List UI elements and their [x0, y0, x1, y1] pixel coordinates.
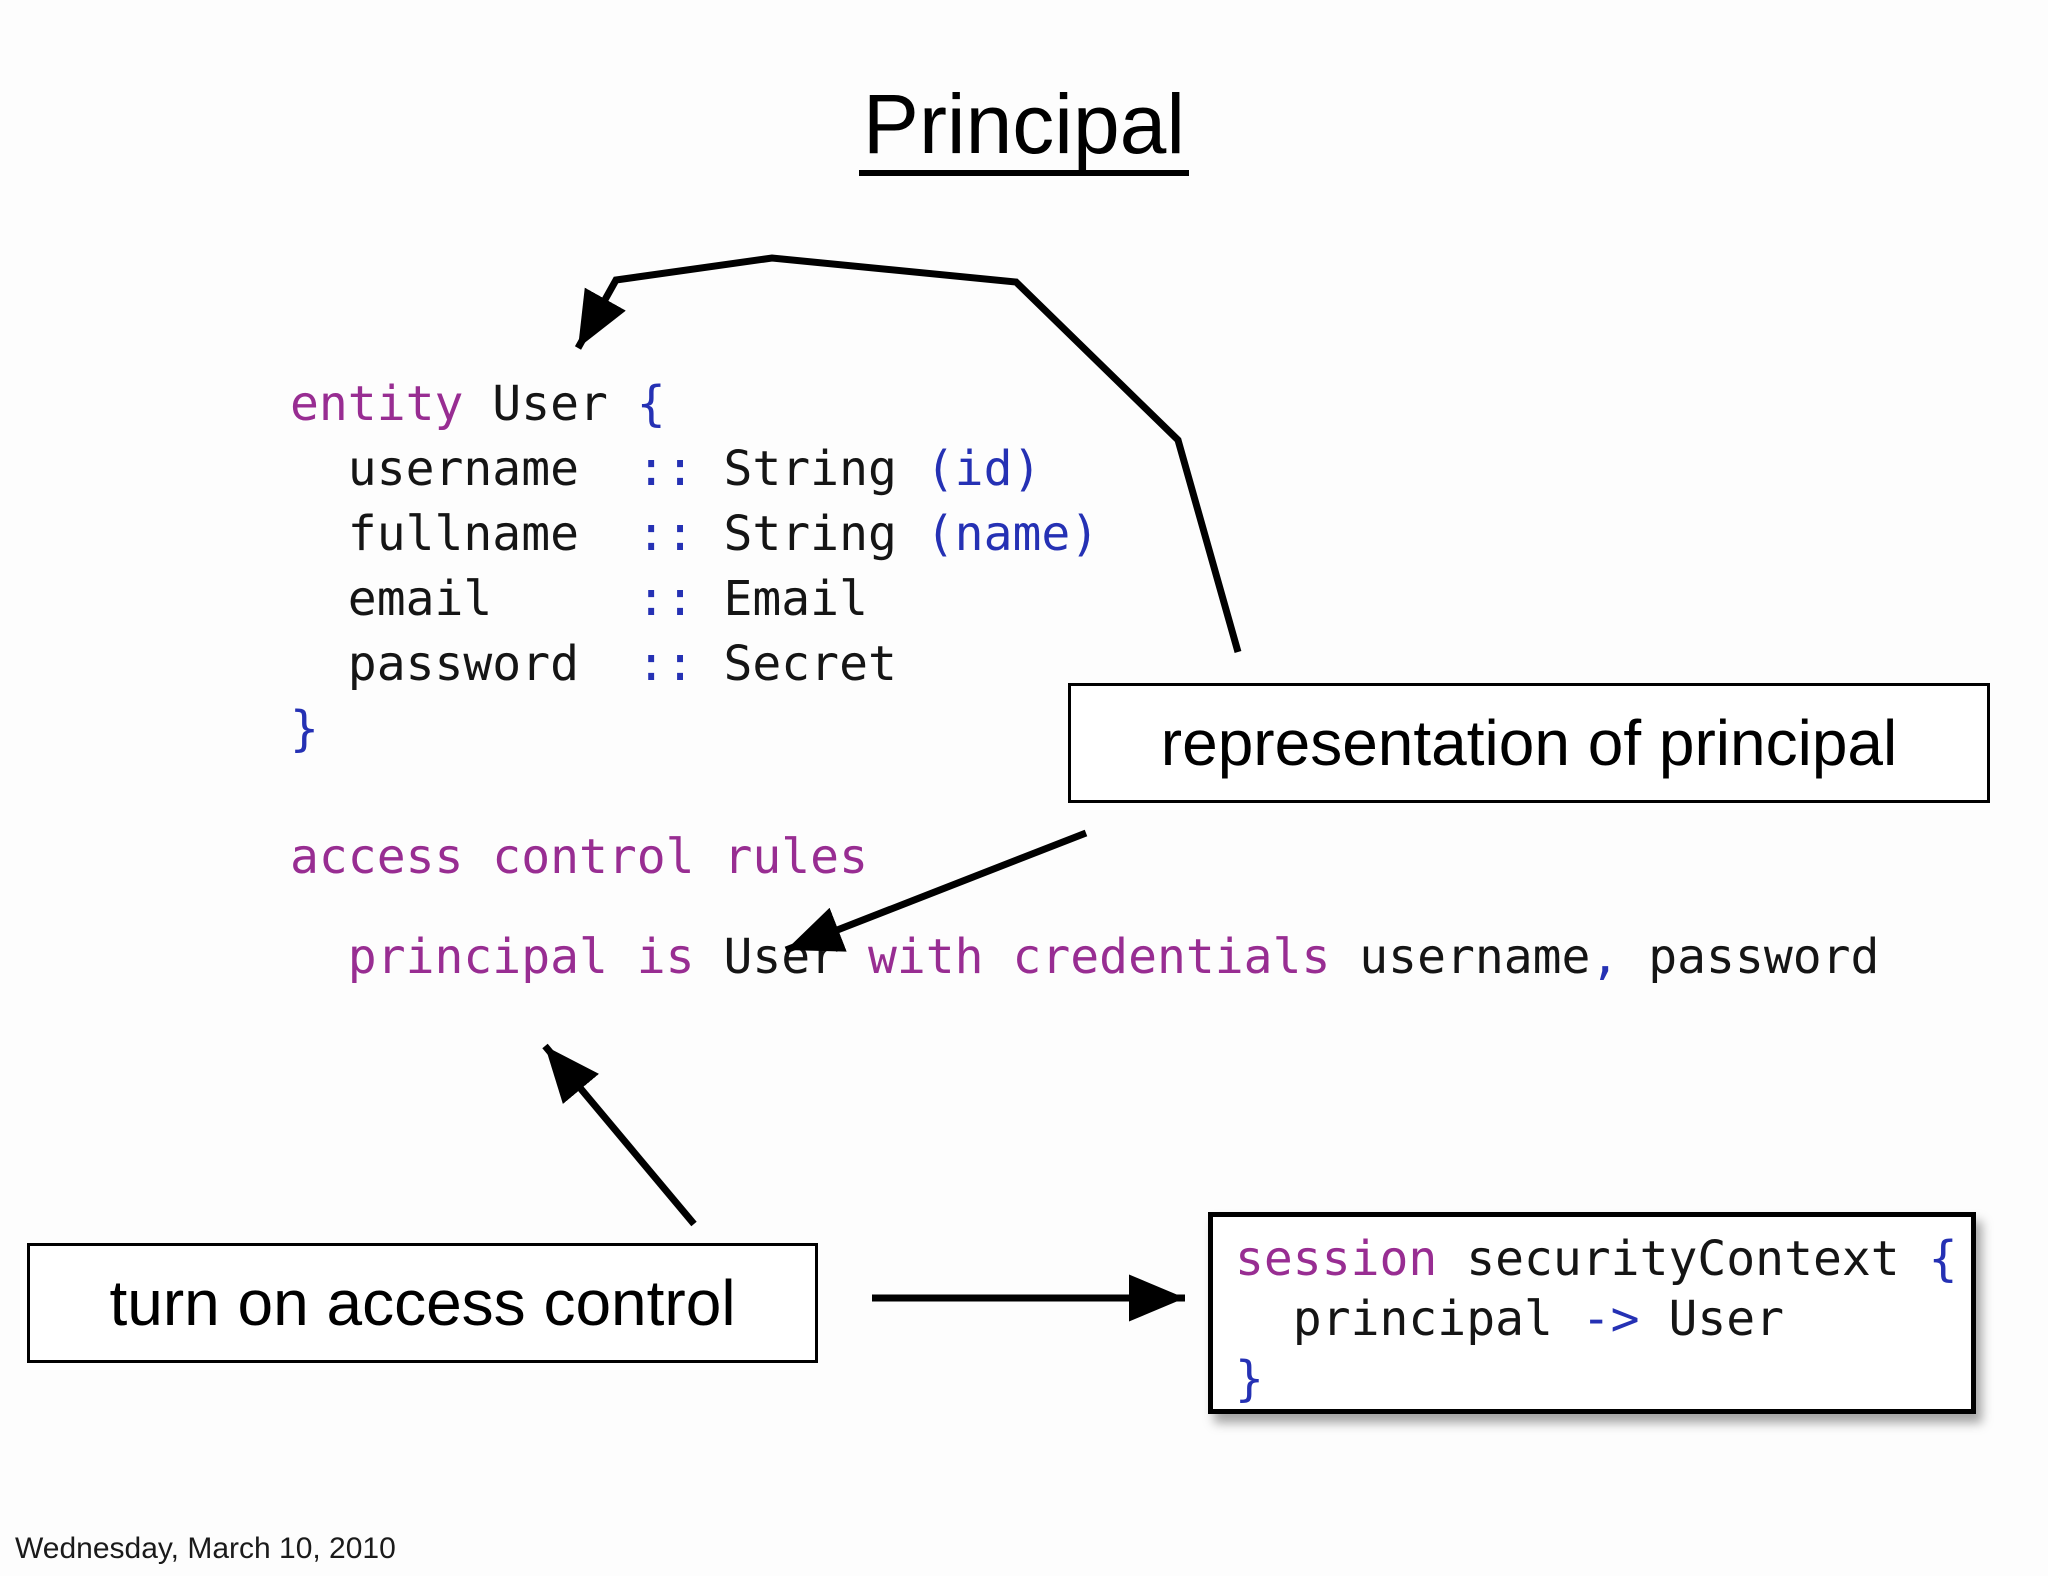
turn-on-access-control-label: turn on access control — [109, 1267, 736, 1339]
slide-date-footer: Wednesday, March 10, 2010 — [15, 1532, 396, 1565]
entity-user-code-block: entity User { username :: String (id) fu… — [290, 376, 1100, 757]
representation-of-principal-box: representation of principal — [1068, 683, 1990, 803]
access-control-rules-header: access control rules — [290, 829, 868, 885]
turn-on-access-control-box: turn on access control — [27, 1243, 818, 1363]
session-security-context-box: session securityContext { principal -> U… — [1208, 1212, 1976, 1414]
principal-rule-code-line: principal is User with credentials usern… — [347, 929, 1880, 985]
arrow-turnon-to-rule — [542, 1043, 697, 1227]
page-title: Principal — [858, 82, 1190, 176]
representation-of-principal-label: representation of principal — [1160, 707, 1898, 779]
title-row: Principal — [0, 82, 2048, 176]
